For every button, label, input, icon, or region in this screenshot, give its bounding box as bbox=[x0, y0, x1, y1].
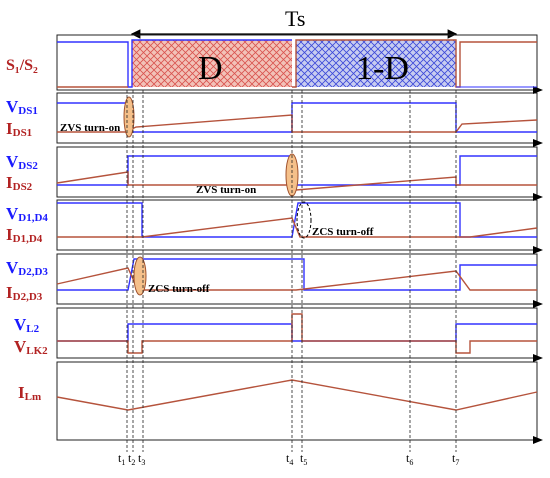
ids1-label: IDS1 bbox=[6, 119, 32, 139]
ilm-waveform bbox=[56, 379, 538, 411]
time-mark-lines bbox=[126, 90, 457, 452]
t4-label: t4 bbox=[286, 451, 293, 467]
zcs-turn-off-label-1: ZCS turn-off bbox=[312, 226, 374, 238]
vds1-label: VDS1 bbox=[6, 97, 38, 117]
zvs-turn-on-label-1: ZVS turn-on bbox=[60, 122, 120, 134]
vd23-id23-waveforms bbox=[56, 258, 537, 291]
vl2-label: VL2 bbox=[14, 315, 40, 335]
t3-label: t3 bbox=[138, 451, 145, 467]
vd14-label: VD1,D4 bbox=[6, 204, 48, 224]
period-label: Ts bbox=[285, 6, 305, 31]
vd14-id14-waveforms bbox=[57, 202, 538, 238]
signal-labels: S₁/S₂ VDS1 IDS1 VDS2 IDS2 VD1,D4 ID1,D4 … bbox=[6, 57, 48, 403]
t6-label: t6 bbox=[406, 451, 413, 467]
duty-label: D bbox=[198, 50, 223, 87]
zvs-marker-s1 bbox=[123, 96, 135, 138]
complement-label: 1-D bbox=[356, 50, 409, 87]
t2-label: t2 bbox=[128, 451, 135, 467]
ids2-label: IDS2 bbox=[6, 173, 33, 193]
id23-label: ID2,D3 bbox=[6, 283, 43, 303]
vds2-label: VDS2 bbox=[6, 152, 38, 172]
s1s2-waveform bbox=[57, 39, 537, 88]
vlk2-label: VLK2 bbox=[14, 337, 48, 357]
time-mark-labels: t1 t2 t3 t4 t5 t6 t7 bbox=[118, 451, 459, 467]
s1s2-label: S₁/S₂ bbox=[6, 57, 38, 74]
id14-label: ID1,D4 bbox=[6, 225, 43, 245]
ilm-label: ILm bbox=[18, 383, 41, 403]
panel-frames bbox=[56, 34, 538, 441]
t1-label: t1 bbox=[118, 451, 125, 467]
complement-region bbox=[296, 40, 456, 87]
zvs-turn-on-label-2: ZVS turn-on bbox=[196, 184, 256, 196]
axis-arrows bbox=[533, 86, 543, 444]
duty-region bbox=[132, 40, 292, 87]
t7-label: t7 bbox=[452, 451, 459, 467]
t5-label: t5 bbox=[300, 451, 307, 467]
zcs-turn-off-label-2: ZCS turn-off bbox=[148, 283, 210, 295]
vl2-vlk2-waveforms bbox=[57, 313, 537, 354]
zcs-marker-d23 bbox=[133, 256, 147, 296]
zcs-marker-d14 bbox=[296, 201, 312, 239]
vd23-label: VD2,D3 bbox=[6, 258, 48, 278]
